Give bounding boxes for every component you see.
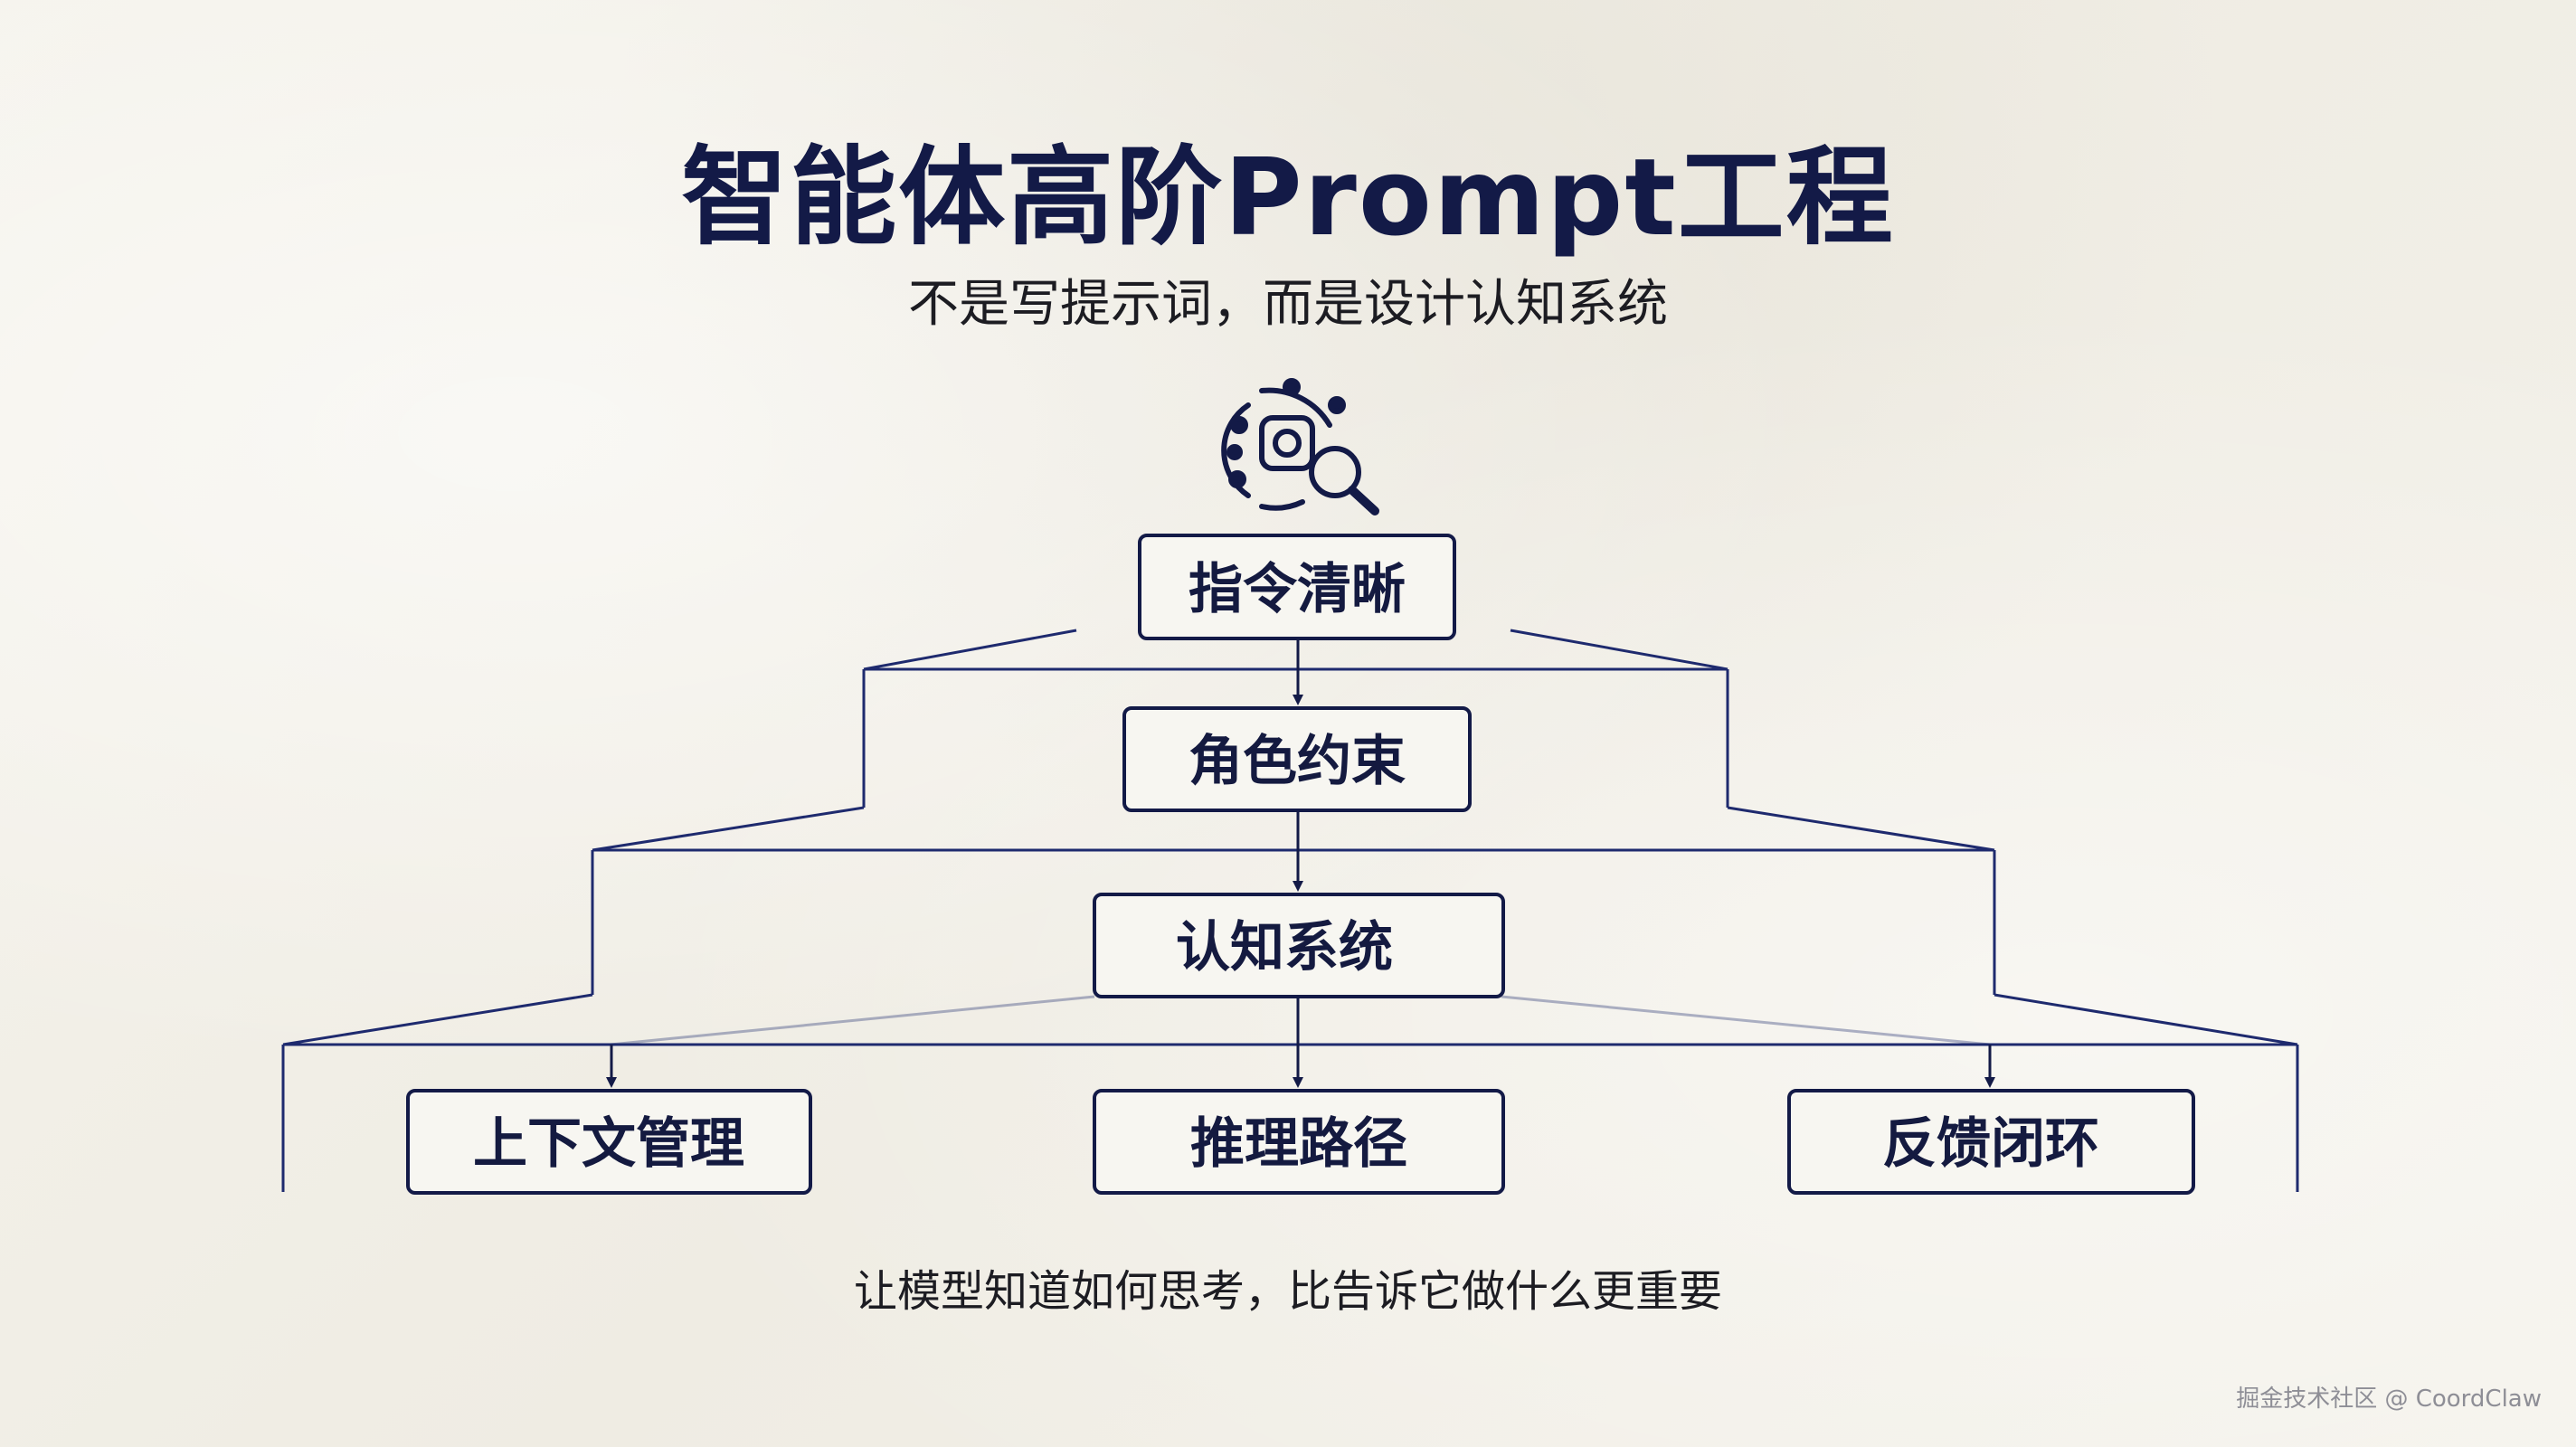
node-instruction: 指令清晰: [1138, 534, 1456, 640]
node-role-label: 角色约束: [1189, 730, 1406, 793]
node-cognition: 认知系统: [1093, 893, 1505, 998]
node-instruction-label: 指令清晰: [1189, 558, 1406, 621]
node-feedback: 反馈闭环: [1787, 1089, 2195, 1195]
node-feedback-label: 反馈闭环: [1882, 1112, 2099, 1176]
watermark: 掘金技术社区 @ CoordClaw: [2236, 1386, 2542, 1413]
node-context-label: 上下文管理: [473, 1112, 744, 1176]
node-context: 上下文管理: [406, 1089, 812, 1195]
node-cognition-label: 认知系统: [1176, 916, 1393, 979]
node-reasoning: 推理路径: [1093, 1089, 1505, 1195]
pyramid-tiers: [281, 629, 2299, 1192]
footer-caption: 让模型知道如何思考，比告诉它做什么更重要: [853, 1266, 1722, 1317]
brain-search-icon: [1221, 378, 1379, 515]
connectors: [606, 638, 1995, 1088]
page-title: 智能体高阶Prompt工程: [681, 135, 1895, 260]
page-subtitle: 不是写提示词，而是设计认知系统: [908, 275, 1668, 334]
node-role: 角色约束: [1122, 706, 1472, 812]
node-reasoning-label: 推理路径: [1190, 1112, 1407, 1176]
